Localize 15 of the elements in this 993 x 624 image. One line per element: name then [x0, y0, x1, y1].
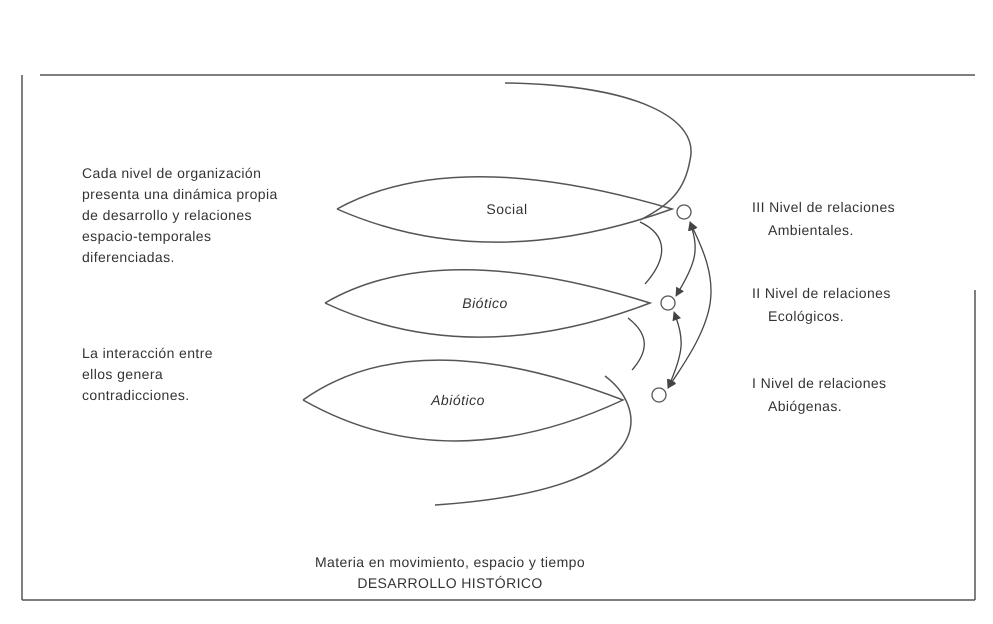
- level-description: I Nivel de relaciones Abiógenas.: [752, 374, 888, 416]
- arrow: [666, 311, 682, 389]
- level-label: Social: [486, 201, 528, 217]
- level-label: Biótico: [462, 295, 508, 311]
- connector-line: [628, 318, 645, 370]
- connector-line: [640, 221, 662, 284]
- level-description: II Nivel de relaciones Ecológicos.: [752, 284, 892, 326]
- level-label: Abiótico: [431, 392, 485, 408]
- note-text: La interacción entre ellos genera contradicciones.: [82, 344, 214, 405]
- arrow: [675, 221, 697, 297]
- level-description: III Nivel de relaciones Ambientales.: [752, 198, 896, 240]
- note-text: Cada nivel de organización presenta una dinámica propia de desarrollo y relaciones espacio-temporales diferenciadas.: [82, 164, 279, 267]
- caption-text: DESARROLLO HISTÓRICO: [356, 574, 544, 593]
- arrow: [667, 221, 712, 389]
- caption-text: Materia en movimiento, espacio y tiempo: [314, 553, 586, 572]
